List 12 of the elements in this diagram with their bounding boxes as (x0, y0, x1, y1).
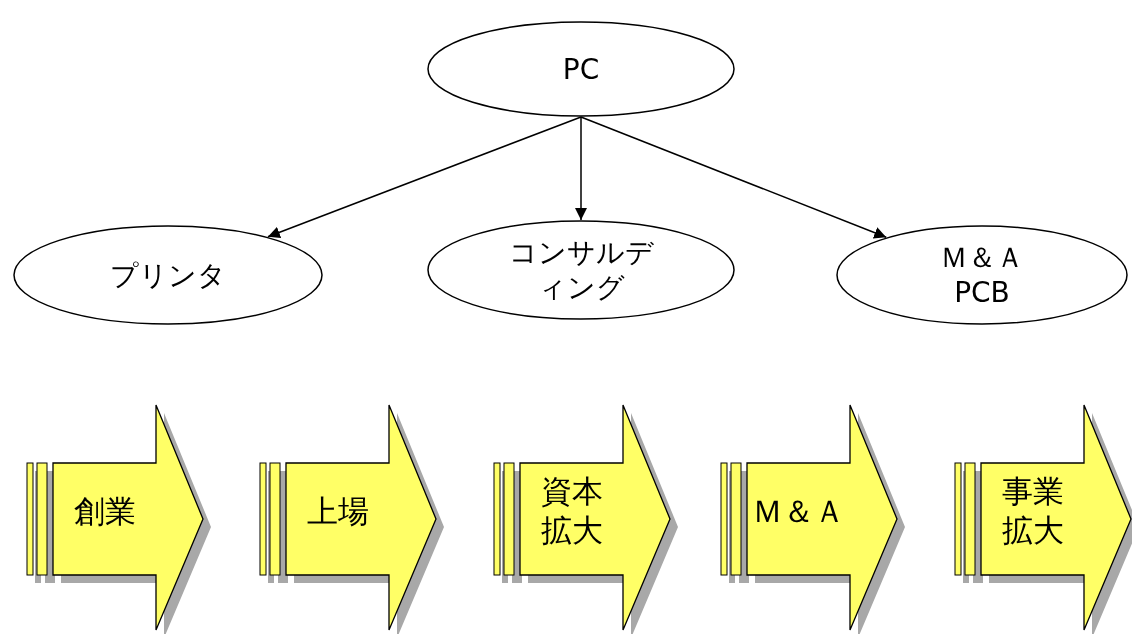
node-label: PC (562, 51, 600, 87)
node-label: プリンタ (110, 257, 226, 293)
node-label: Ｍ＆Ａ PCB (939, 240, 1025, 310)
arrow-label: Ｍ＆Ａ (752, 491, 845, 531)
arrow-label: 資本拡大 (539, 472, 604, 550)
arrow (267, 116, 582, 239)
node-label: コンサルディング (507, 235, 655, 305)
arrow-label: 上場 (306, 491, 369, 531)
arrow-label: 事業拡大 (1000, 472, 1065, 550)
arrow-label: 創業 (73, 491, 136, 531)
arrow (580, 116, 887, 239)
arrow (575, 116, 587, 221)
